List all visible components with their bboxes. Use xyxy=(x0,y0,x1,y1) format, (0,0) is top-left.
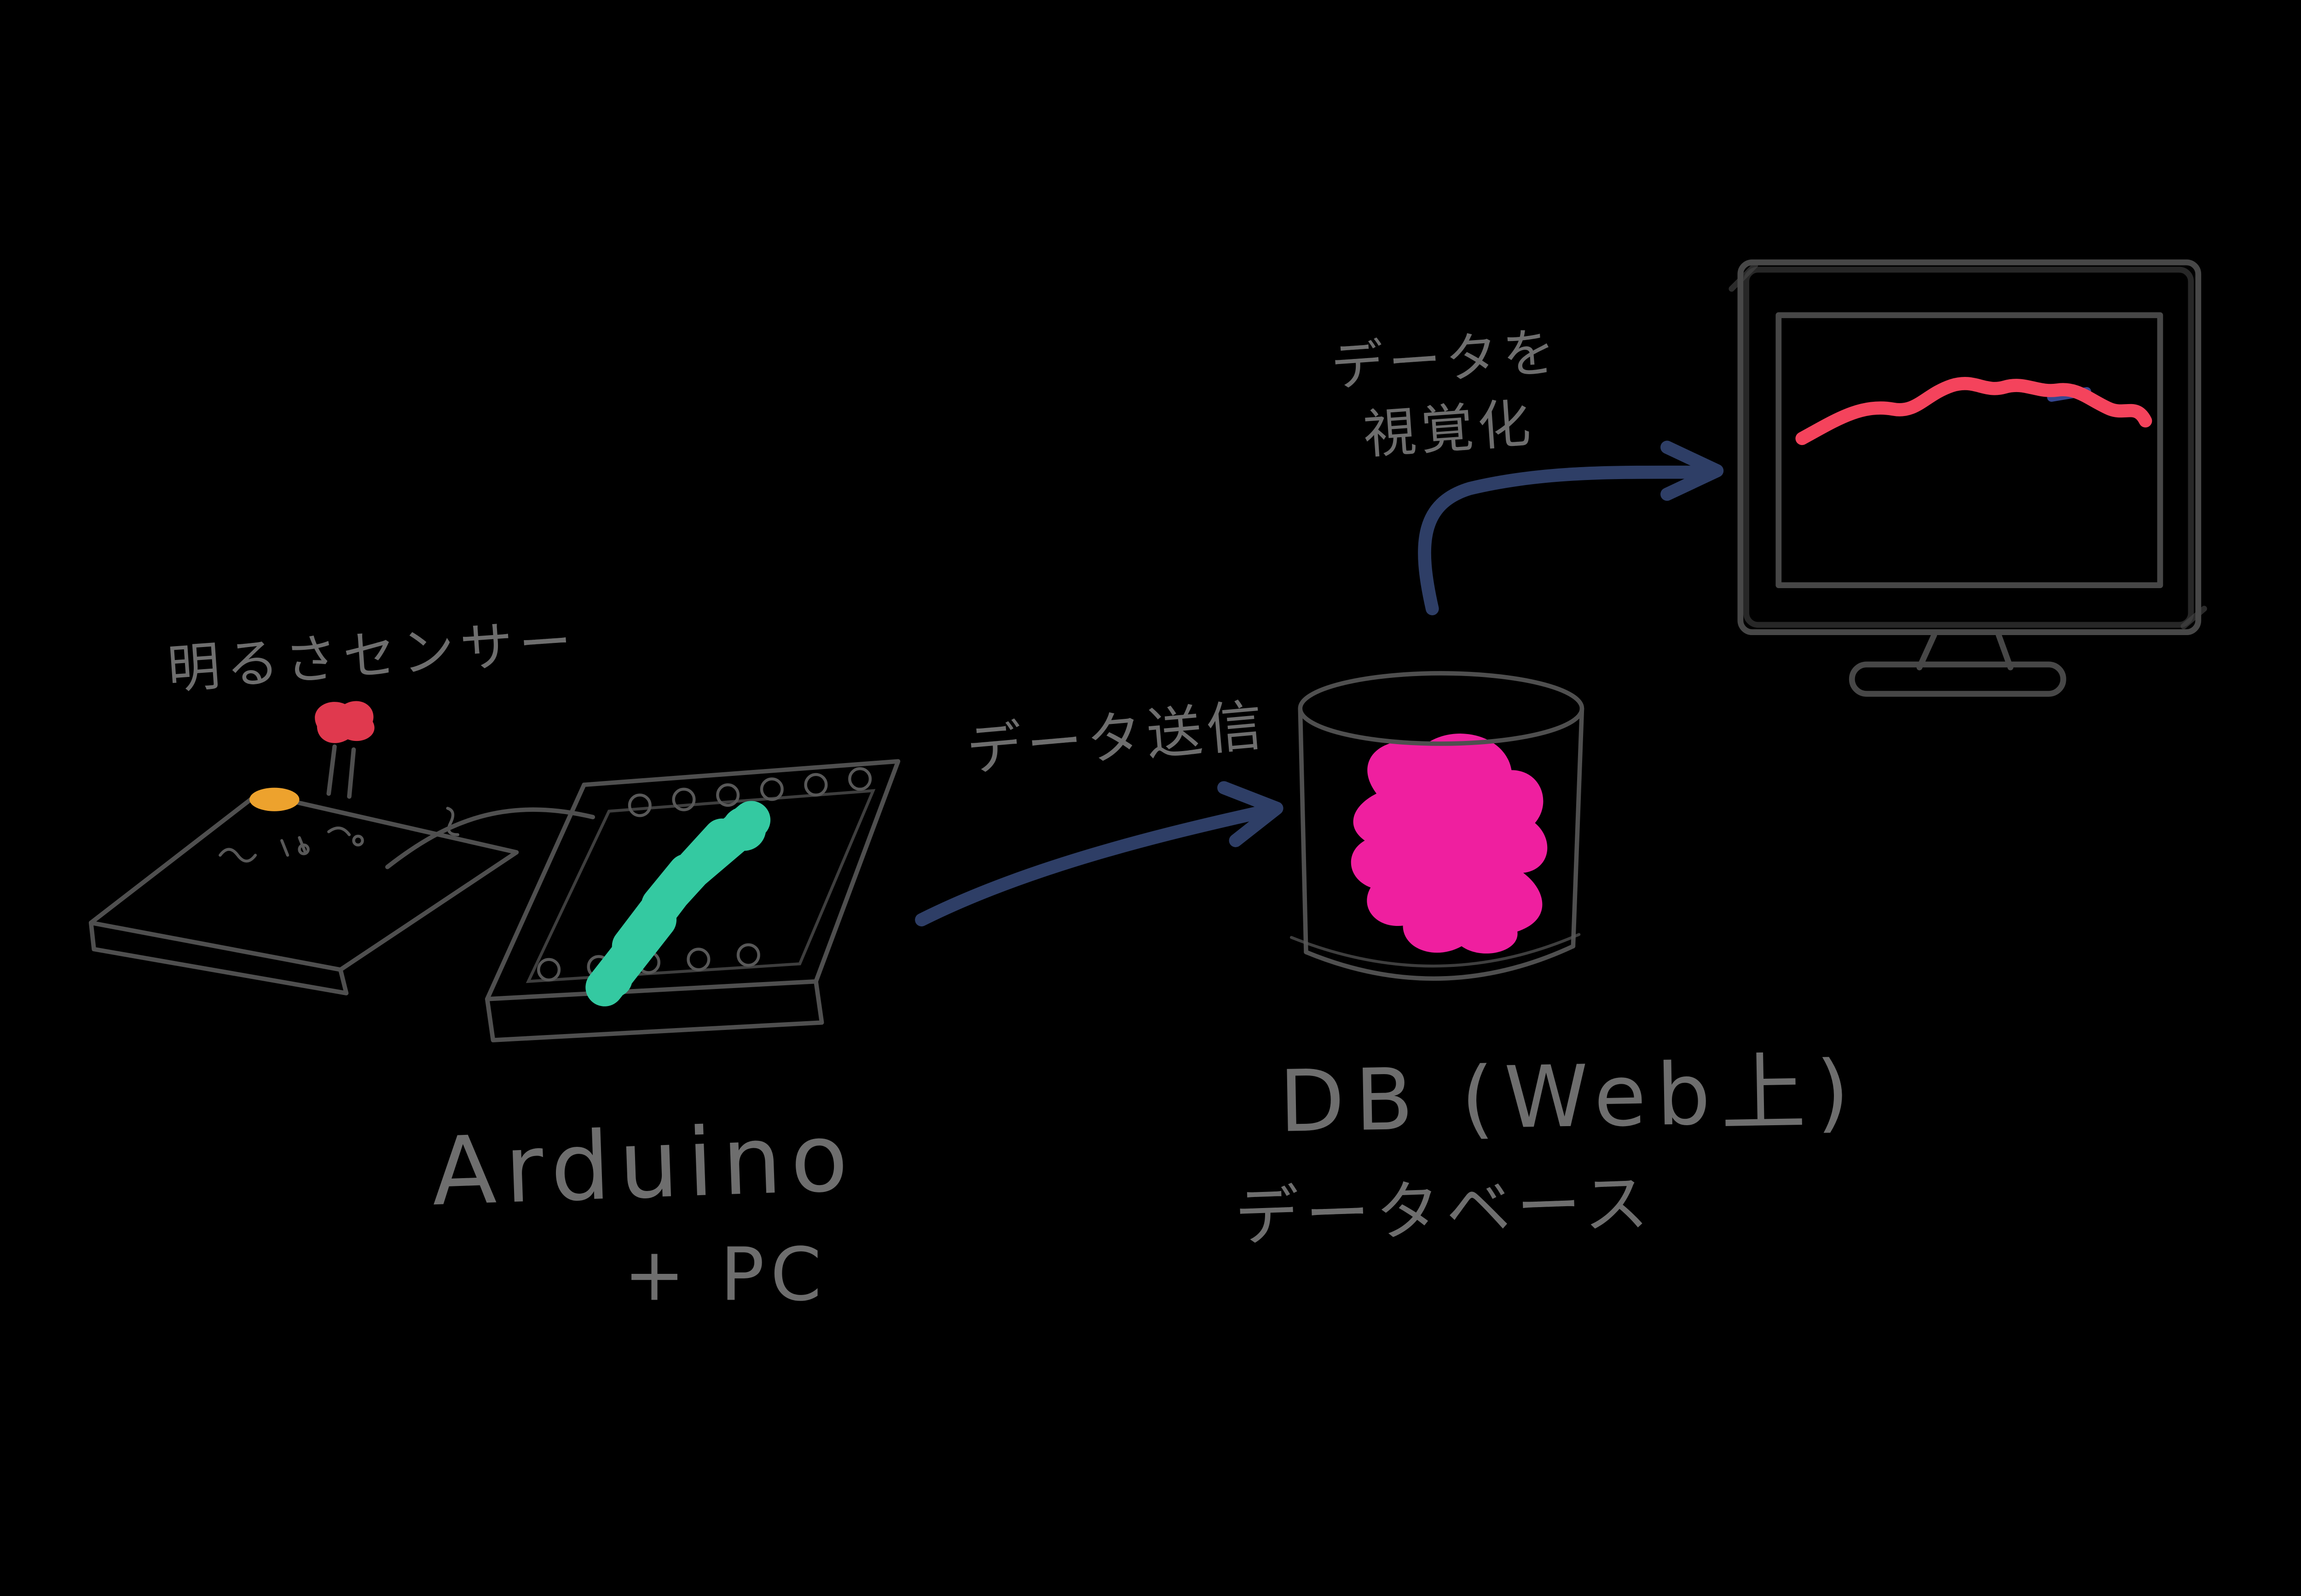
arduino-group: Arduino + PC xyxy=(430,759,901,1318)
visualize-arrow-group: データを 視覚化 xyxy=(1329,321,1724,615)
data-send-label: データ送信 xyxy=(964,693,1269,783)
sensor-orange-disc xyxy=(249,787,300,811)
visualize-label-line1: データを xyxy=(1329,321,1562,399)
arduino-top xyxy=(485,759,901,1001)
arduino-pin xyxy=(537,958,561,982)
db-subtitle-label: データベース xyxy=(1233,1166,1655,1255)
board-squiggle xyxy=(446,807,460,836)
monitor-sketch-overshoot xyxy=(1729,262,2207,630)
data-send-arrow-group: データ送信 xyxy=(915,693,1283,927)
arduino-pc-label: + PC xyxy=(624,1232,827,1318)
cylinder-bottom xyxy=(1304,944,1576,981)
cylinder-top xyxy=(1298,671,1584,746)
teal-scribble-end xyxy=(722,807,766,851)
board-dot xyxy=(352,834,364,847)
board-squiggle xyxy=(219,848,257,863)
arduino-pin xyxy=(848,767,872,791)
teal-scribble-end xyxy=(594,959,633,998)
chart-line-red xyxy=(1795,377,2152,445)
monitor-screen xyxy=(1775,312,2163,589)
breadboard-edge xyxy=(88,920,349,995)
teal-scribble xyxy=(585,801,771,1006)
visualize-label-line2: 視覚化 xyxy=(1361,393,1537,466)
arduino-pin xyxy=(736,943,760,967)
data-send-arrowhead xyxy=(1217,781,1283,847)
arduino-label: Arduino xyxy=(430,1103,858,1227)
monitor-bezel xyxy=(1737,259,2202,636)
cylinder-bottom-sketch xyxy=(1289,933,1581,968)
sensor-stem xyxy=(326,744,356,799)
monitor-stand-base xyxy=(1849,661,2066,697)
board-dot xyxy=(298,843,310,856)
visualize-arrowhead xyxy=(1660,440,1724,501)
db-title-label: DB (Web上) xyxy=(1278,1042,1861,1151)
arduino-pin xyxy=(716,783,740,807)
brightness-sensor-label: 明るさセンサー xyxy=(165,611,579,701)
arduino-pin xyxy=(804,773,828,797)
monitor-bezel-sketch xyxy=(1743,266,2194,628)
board-squiggle xyxy=(327,827,351,836)
database-blob xyxy=(1351,734,1548,954)
database-group: DB (Web上) データベース xyxy=(1233,671,1861,1255)
arduino-pin xyxy=(687,948,711,971)
arduino-pin xyxy=(672,787,696,811)
connecting-wire xyxy=(385,807,595,869)
arduino-pin xyxy=(760,777,784,801)
arduino-pin xyxy=(628,793,652,817)
cylinder-sides xyxy=(1298,706,1584,954)
breadboard-top xyxy=(88,791,519,972)
data-send-arrow xyxy=(915,804,1272,927)
arduino-inner-outline xyxy=(526,789,876,983)
monitor-group xyxy=(1729,259,2207,697)
sensor-red-blob xyxy=(315,701,375,743)
visualize-arrow xyxy=(1418,465,1703,615)
arduino-edge xyxy=(485,979,824,1042)
